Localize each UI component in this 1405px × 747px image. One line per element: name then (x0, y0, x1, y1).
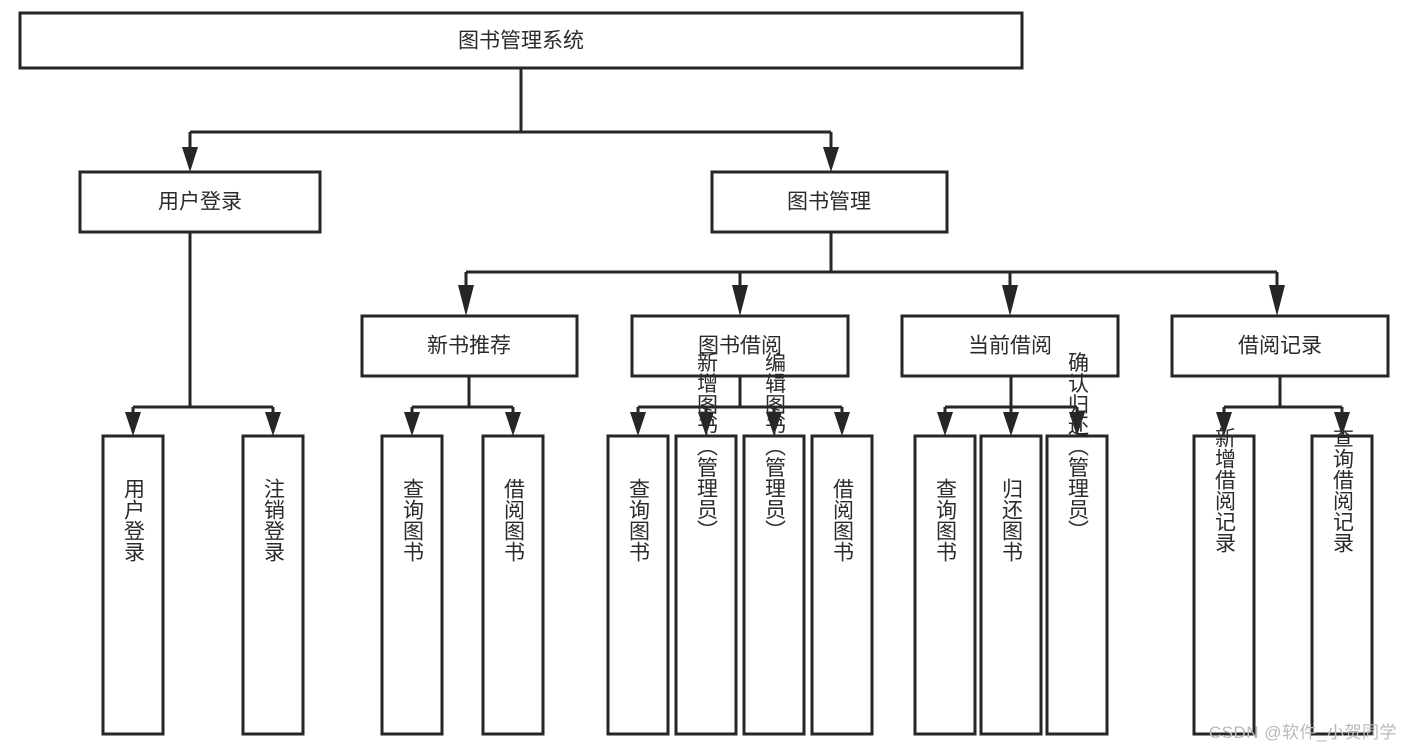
leaf-record-add-record-box[interactable] (1192, 434, 1256, 736)
node-borrow-record[interactable]: 借阅记录 (1170, 314, 1390, 378)
leaf-current-return-book[interactable]: 归还图书 (979, 434, 1043, 736)
leaf-new-book-borrow-label: 借阅图书 (502, 478, 526, 562)
arrow-new-book-to-leaf-2 (505, 412, 521, 436)
arrow-user-login-to-leaf-1 (125, 412, 141, 436)
leaf-user-login-signin-label: 用户登录 (122, 478, 146, 562)
leaf-user-login-signin-box[interactable] (101, 434, 165, 736)
leaf-current-confirm-return-label: 确认归还（管理员） (1066, 352, 1090, 541)
node-root-book-management-system[interactable]: 图书管理系统 (18, 11, 1024, 70)
node-book-management[interactable]: 图书管理 (710, 170, 949, 234)
arrow-user-login-to-leaf-2 (265, 412, 281, 436)
leaf-borrow-borrow-book-label: 借阅图书 (831, 478, 855, 562)
leaf-borrow-borrow-book[interactable]: 借阅图书 (810, 434, 874, 736)
leaf-new-book-query-label: 查询图书 (401, 478, 425, 562)
node-borrow-record-box[interactable] (1170, 314, 1390, 378)
leaf-record-query-record-label: 查询借阅记录 (1331, 427, 1355, 553)
node-new-book-recommend-label: 新书推荐 (427, 335, 511, 358)
arrow-record-to-leaf-1 (1216, 412, 1232, 436)
leaf-borrow-add-book[interactable]: 新增图书（管理员） (674, 352, 738, 736)
leaf-record-add-record-label: 新增借阅记录 (1213, 427, 1237, 553)
leaf-borrow-add-book-box[interactable] (674, 434, 738, 736)
node-user-login-box[interactable] (78, 170, 322, 234)
arrow-book-mgmt-to-record (1269, 285, 1285, 316)
leaf-new-book-query[interactable]: 查询图书 (380, 434, 444, 736)
arrow-borrow-to-leaf-2 (698, 412, 714, 436)
arrow-borrow-to-leaf-3 (766, 412, 782, 436)
node-root-box[interactable] (18, 11, 1024, 70)
node-user-login[interactable]: 用户登录 (78, 170, 322, 234)
arrow-root-to-user-login (182, 147, 198, 172)
arrow-book-mgmt-to-borrow (732, 285, 748, 316)
arrow-borrow-to-leaf-1 (630, 412, 646, 436)
leaf-current-query-book-box[interactable] (913, 434, 977, 736)
node-book-borrow-box[interactable] (630, 314, 850, 378)
connector-layer (125, 68, 1350, 436)
leaf-current-confirm-return[interactable]: 确认归还（管理员） (1045, 352, 1109, 736)
leaf-borrow-edit-book-label: 编辑图书（管理员） (763, 352, 787, 541)
leaf-new-book-borrow-box[interactable] (481, 434, 545, 736)
leaf-borrow-borrow-book-box[interactable] (810, 434, 874, 736)
leaf-borrow-query-book-label: 查询图书 (627, 478, 651, 562)
node-user-login-label: 用户登录 (158, 191, 242, 214)
node-book-borrow-label: 图书借阅 (698, 335, 782, 358)
node-root-label: 图书管理系统 (458, 30, 584, 53)
node-book-borrow[interactable]: 图书借阅 (630, 314, 850, 378)
leaf-record-add-record[interactable]: 新增借阅记录 (1192, 427, 1256, 736)
leaf-borrow-edit-book[interactable]: 编辑图书（管理员） (742, 352, 806, 736)
leaf-current-query-book-label: 查询图书 (934, 478, 958, 562)
leaf-user-login-signout[interactable]: 注销登录 (241, 434, 305, 736)
leaf-new-book-borrow[interactable]: 借阅图书 (481, 434, 545, 736)
arrow-current-to-leaf-1 (937, 412, 953, 436)
leaf-current-return-book-box[interactable] (979, 434, 1043, 736)
leaf-borrow-add-book-label: 新增图书（管理员） (695, 352, 719, 541)
arrow-borrow-to-leaf-4 (834, 412, 850, 436)
node-current-borrow-label: 当前借阅 (968, 335, 1052, 358)
arrow-book-mgmt-to-new-book (458, 285, 474, 316)
node-book-management-label: 图书管理 (787, 191, 871, 214)
csdn-watermark: CSDN @软件_小贺同学 (1208, 723, 1397, 742)
arrow-current-to-leaf-3 (1069, 412, 1085, 436)
leaf-borrow-query-book-box[interactable] (606, 434, 670, 736)
leaf-new-book-query-box[interactable] (380, 434, 444, 736)
leaf-record-query-record[interactable]: 查询借阅记录 (1310, 427, 1374, 736)
leaf-borrow-edit-book-box[interactable] (742, 434, 806, 736)
arrow-new-book-to-leaf-1 (404, 412, 420, 436)
arrow-record-to-leaf-2 (1334, 412, 1350, 436)
arrow-root-to-book-mgmt (823, 147, 839, 172)
leaf-current-return-book-label: 归还图书 (1000, 478, 1024, 562)
node-new-book-recommend[interactable]: 新书推荐 (360, 314, 579, 378)
leaf-user-login-signout-label: 注销登录 (262, 478, 286, 562)
arrow-current-to-leaf-2 (1003, 412, 1019, 436)
leaf-current-query-book[interactable]: 查询图书 (913, 434, 977, 736)
node-book-management-box[interactable] (710, 170, 949, 234)
node-current-borrow[interactable]: 当前借阅 (900, 314, 1120, 378)
node-borrow-record-label: 借阅记录 (1238, 335, 1322, 358)
node-new-book-recommend-box[interactable] (360, 314, 579, 378)
leaf-user-login-signin[interactable]: 用户登录 (101, 434, 165, 736)
leaf-user-login-signout-box[interactable] (241, 434, 305, 736)
leaf-borrow-query-book[interactable]: 查询图书 (606, 434, 670, 736)
arrow-book-mgmt-to-current (1002, 285, 1018, 316)
leaf-record-query-record-box[interactable] (1310, 434, 1374, 736)
node-current-borrow-box[interactable] (900, 314, 1120, 378)
leaf-current-confirm-return-box[interactable] (1045, 434, 1109, 736)
